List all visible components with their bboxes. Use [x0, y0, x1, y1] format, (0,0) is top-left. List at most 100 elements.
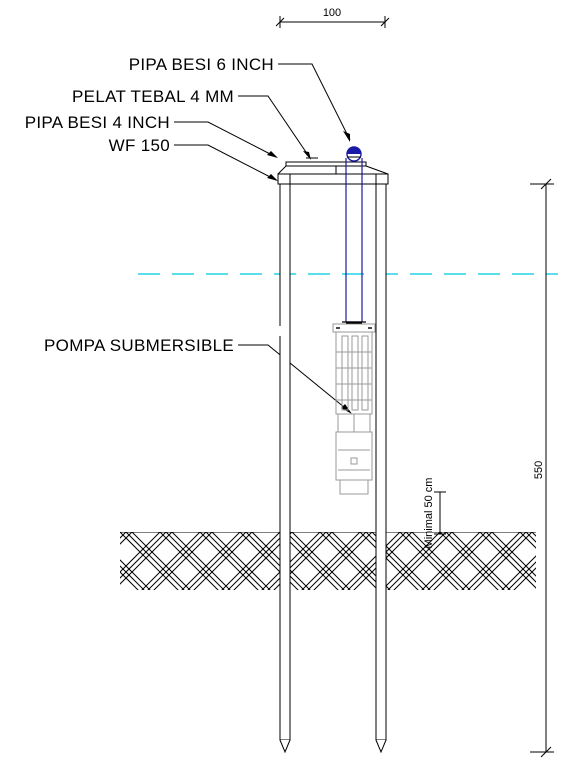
soil-hatch-line	[399, 532, 421, 553]
soil-hatch-line	[479, 532, 501, 553]
soil-hatch-line	[531, 567, 536, 573]
label-plate: PELAT TEBAL 4 MM	[72, 87, 234, 106]
label-wf: WF 150	[109, 136, 170, 155]
soil-hatch-line	[120, 551, 141, 573]
soil-hatch-line	[299, 551, 321, 573]
label-pump: POMPA SUBMERSIBLE	[44, 336, 234, 355]
soil-hatch-line	[499, 532, 521, 553]
soil-hatch-line	[399, 551, 421, 573]
arrow-wf	[267, 174, 278, 181]
soil-hatch-line	[419, 551, 441, 573]
leader-pipe-6in	[278, 63, 351, 141]
soil-hatch-line	[552, 552, 562, 572]
leader-pipe-4in	[174, 121, 277, 158]
soil-hatch-line	[319, 532, 341, 553]
arrow-pipe-4in	[267, 151, 278, 158]
soil-hatch-line	[139, 551, 161, 573]
soil-hatch	[120, 532, 562, 592]
min-clearance-dimension	[434, 491, 446, 535]
soil-hatch-line	[239, 551, 261, 573]
soil-hatch-line	[199, 532, 221, 553]
soil-hatch-line	[339, 551, 361, 573]
right-pile	[375, 183, 387, 754]
left-pile	[279, 183, 291, 754]
soil-hatch-line	[179, 551, 201, 573]
soil-hatch-line	[501, 571, 521, 590]
total-height-value: 550	[533, 461, 545, 479]
top-width-value: 100	[323, 7, 341, 19]
soil-hatch-line	[239, 571, 259, 590]
leader-arrows	[267, 131, 352, 414]
soil-hatch-line	[461, 571, 481, 590]
total-height-dimension	[530, 178, 554, 758]
soil-hatch-line	[552, 572, 562, 592]
leader-pump	[238, 344, 351, 413]
soil-hatch-line	[339, 532, 361, 553]
label-pipe-4in: PIPA BESI 4 INCH	[25, 113, 170, 132]
soil-hatch-line	[519, 532, 536, 549]
soil-hatch-line	[239, 532, 261, 553]
soil-hatch-line	[459, 532, 481, 553]
soil-hatch-line	[259, 551, 281, 573]
soil-hatch-line	[199, 571, 219, 590]
soil-hatch-line	[439, 551, 461, 573]
soil-hatch-line	[261, 571, 281, 590]
soil-hatch-line	[531, 532, 536, 537]
soil-hatch-line	[546, 532, 562, 552]
soil-hatch-line	[531, 571, 536, 577]
soil-hatch-line	[546, 552, 562, 572]
soil-hatch-line	[139, 532, 161, 553]
soil-hatch-line	[319, 571, 339, 590]
soil-hatch-line	[120, 571, 139, 590]
soil-hatch-line	[499, 551, 521, 573]
soil-hatch-line	[319, 551, 341, 573]
soil-hatch-line	[120, 532, 121, 533]
soil-hatch-line	[525, 561, 536, 573]
soil-hatch-line	[159, 551, 181, 573]
soil-hatch-line	[525, 532, 536, 543]
soil-hatch-line	[179, 532, 201, 553]
soil-hatch-line	[552, 532, 562, 552]
soil-hatch-line	[540, 572, 560, 592]
min-clearance-label: Minimal 50 cm	[423, 478, 435, 549]
soil-hatch-line	[439, 571, 459, 590]
soil-hatch-line	[141, 571, 161, 590]
wf-beam	[277, 173, 389, 185]
soil-hatch-line	[301, 571, 321, 590]
soil-hatch-line	[159, 532, 181, 553]
submersible-pump	[332, 323, 376, 495]
pipe-column	[342, 158, 366, 323]
soil-hatch-line	[120, 572, 121, 573]
soil-hatch-line	[519, 571, 536, 589]
soil-hatch-line	[419, 532, 441, 553]
pipe-cap	[346, 146, 362, 162]
soil-hatch-line	[120, 571, 121, 572]
soil-hatch-line	[219, 532, 241, 553]
soil-hatch-line	[221, 571, 241, 590]
soil-hatch-line	[159, 571, 179, 590]
soil-hatch-line	[219, 551, 241, 573]
arrow-pipe-6in	[343, 131, 350, 142]
soil-hatch-line	[479, 551, 501, 573]
soil-hatch-line	[181, 571, 201, 590]
steel-plate	[277, 157, 389, 175]
soil-hatch-line	[439, 532, 461, 553]
soil-hatch-line	[259, 532, 281, 553]
soil-hatch-line	[540, 552, 560, 572]
leader-wf	[174, 144, 277, 181]
soil-hatch-line	[519, 555, 536, 573]
pump-grip-marks	[336, 322, 372, 329]
label-pipe-6in: PIPA BESI 6 INCH	[129, 55, 274, 74]
soil-hatch-line	[459, 551, 481, 573]
leader-plate	[238, 95, 311, 159]
soil-hatch-line	[525, 571, 536, 583]
soil-hatch-line	[540, 532, 560, 552]
soil-hatch-line	[120, 532, 141, 553]
soil-hatch-line	[399, 571, 419, 590]
label-leaders	[174, 63, 351, 413]
soil-hatch-line	[341, 571, 361, 590]
soil-hatch-line	[199, 551, 221, 573]
soil-hatch-line	[479, 571, 499, 590]
top-width-dimension	[275, 16, 390, 28]
